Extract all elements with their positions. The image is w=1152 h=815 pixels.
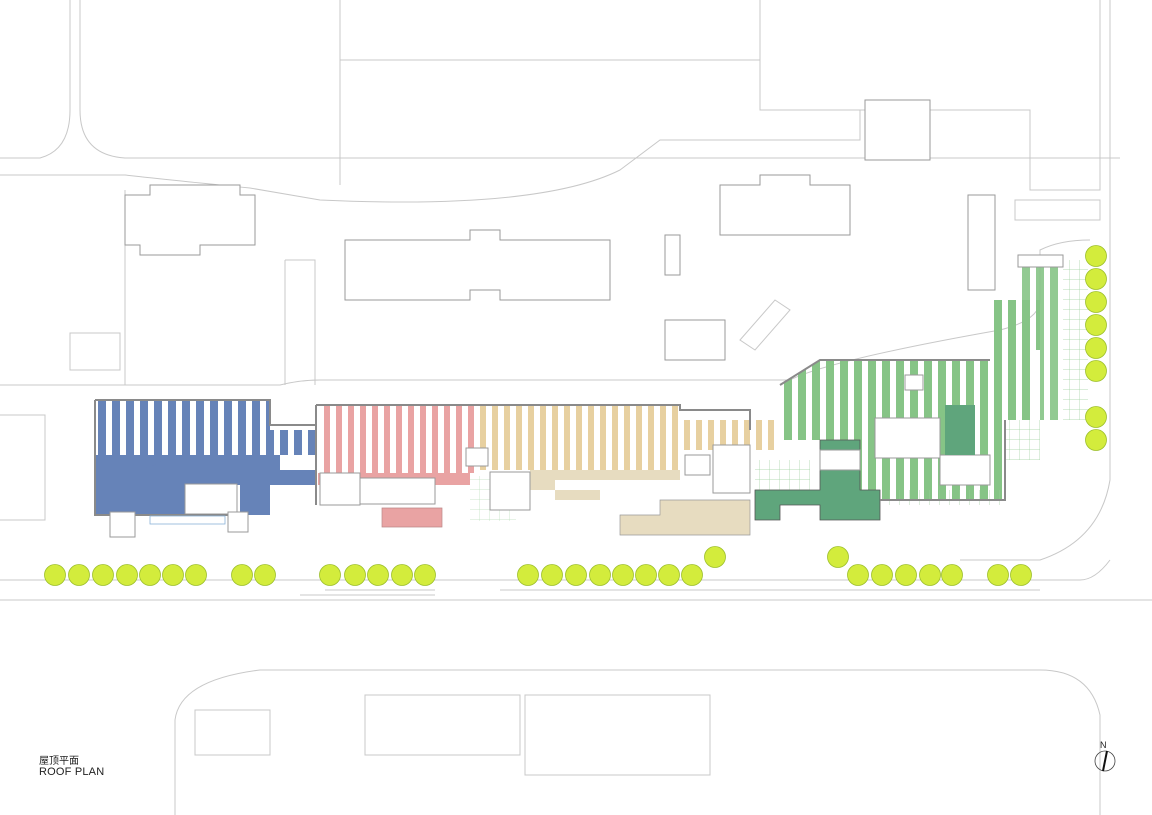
blue-roof-section bbox=[94, 399, 315, 538]
tree-icon bbox=[871, 564, 893, 586]
tree-icon bbox=[612, 564, 634, 586]
tree-icon bbox=[987, 564, 1009, 586]
tree-icon bbox=[1085, 360, 1107, 382]
tree-icon bbox=[1085, 314, 1107, 336]
residential-buildings bbox=[124, 99, 996, 361]
tree-icon bbox=[635, 564, 657, 586]
tree-icon bbox=[565, 564, 587, 586]
tree-icon bbox=[658, 564, 680, 586]
tree-icon bbox=[704, 546, 726, 568]
tree-icon bbox=[344, 564, 366, 586]
tree-icon bbox=[827, 546, 849, 568]
tree-icon bbox=[895, 564, 917, 586]
tree-icon bbox=[1085, 337, 1107, 359]
tree-icon bbox=[139, 564, 161, 586]
tree-icon bbox=[92, 564, 114, 586]
tree-icon bbox=[589, 564, 611, 586]
red-roof-section bbox=[315, 404, 516, 528]
drawing-title-chinese: 屋顶平面 bbox=[39, 756, 79, 767]
tree-icon bbox=[185, 564, 207, 586]
tree-icon bbox=[1085, 245, 1107, 267]
tree-icon bbox=[68, 564, 90, 586]
tree-icon bbox=[941, 564, 963, 586]
tree-icon bbox=[919, 564, 941, 586]
yellow-roof-section bbox=[465, 404, 780, 536]
tree-icon bbox=[1085, 406, 1107, 428]
drawing-title-english: ROOF PLAN bbox=[39, 766, 105, 778]
tree-icon bbox=[319, 564, 341, 586]
tree-icon bbox=[231, 564, 253, 586]
tree-icon bbox=[414, 564, 436, 586]
tree-icon bbox=[517, 564, 539, 586]
north-arrow-icon bbox=[1094, 750, 1116, 772]
tree-icon bbox=[847, 564, 869, 586]
tree-icon bbox=[44, 564, 66, 586]
tree-icon bbox=[541, 564, 563, 586]
trees bbox=[44, 245, 1107, 586]
tree-icon bbox=[116, 564, 138, 586]
tree-icon bbox=[1010, 564, 1032, 586]
tree-icon bbox=[391, 564, 413, 586]
tree-icon bbox=[1085, 268, 1107, 290]
tree-icon bbox=[681, 564, 703, 586]
tree-icon bbox=[367, 564, 389, 586]
tree-icon bbox=[1085, 429, 1107, 451]
tree-icon bbox=[1085, 291, 1107, 313]
tree-icon bbox=[254, 564, 276, 586]
tree-icon bbox=[162, 564, 184, 586]
north-label: N bbox=[1100, 740, 1107, 750]
green-roof-section bbox=[754, 254, 1088, 521]
